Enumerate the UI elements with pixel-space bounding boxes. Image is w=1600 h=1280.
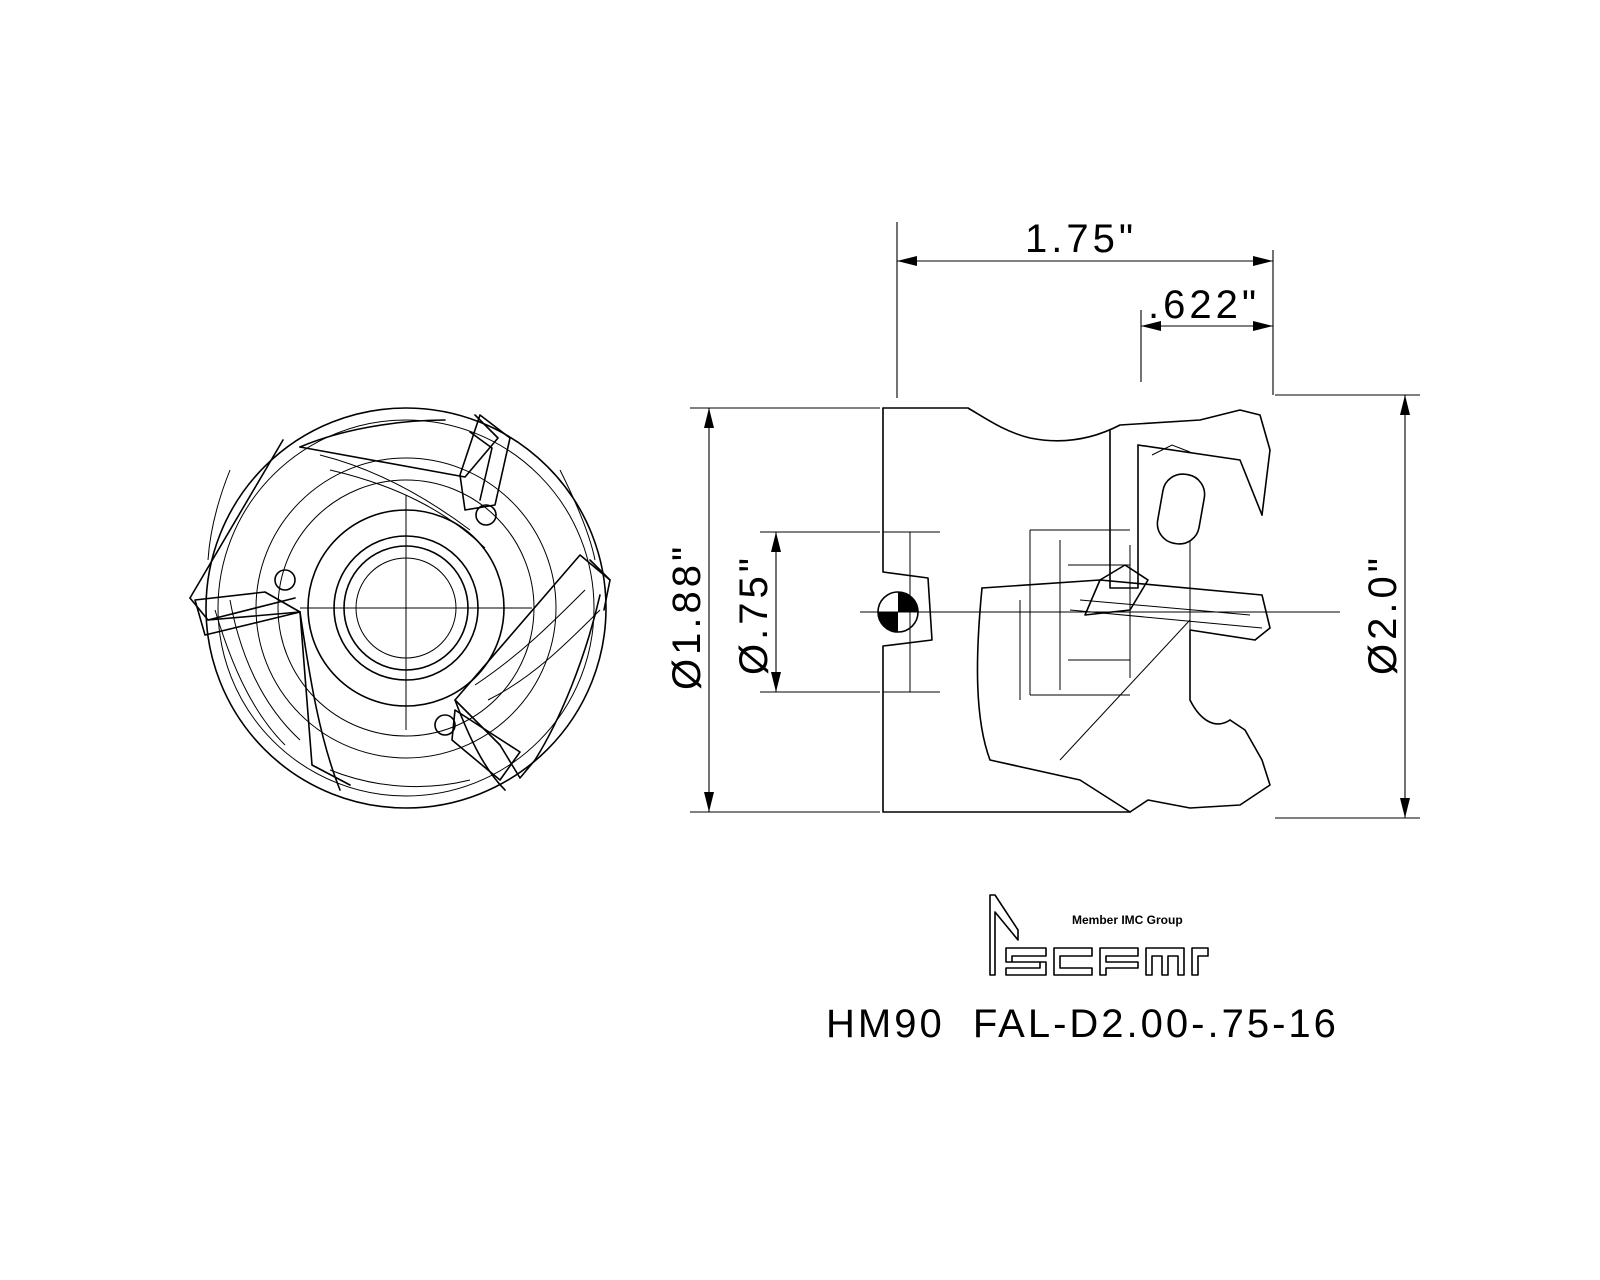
dimension-body-diameter: Ø1.88" xyxy=(665,407,880,813)
dimension-insert-offset: .622" xyxy=(1140,283,1273,382)
end-view xyxy=(189,407,611,809)
overall-length-label: 1.75" xyxy=(1025,217,1137,261)
bore-diameter-label: Ø.75" xyxy=(732,554,776,675)
insert-offset-label: .622" xyxy=(1148,283,1260,327)
dimension-overall-length: 1.75" xyxy=(896,217,1274,398)
iscar-logo: Member IMC Group xyxy=(989,894,1209,976)
cutting-diameter-label: Ø2.0" xyxy=(1361,554,1405,675)
part-number: HM90 FAL-D2.00-.75-16 xyxy=(826,1002,1339,1046)
dimension-bore-diameter: Ø.75" xyxy=(732,531,880,693)
body-diameter-label: Ø1.88" xyxy=(665,543,709,690)
logo-tagline: Member IMC Group xyxy=(1072,913,1183,927)
side-view xyxy=(860,407,1340,813)
dimension-cutting-diameter: Ø2.0" xyxy=(1275,394,1420,819)
